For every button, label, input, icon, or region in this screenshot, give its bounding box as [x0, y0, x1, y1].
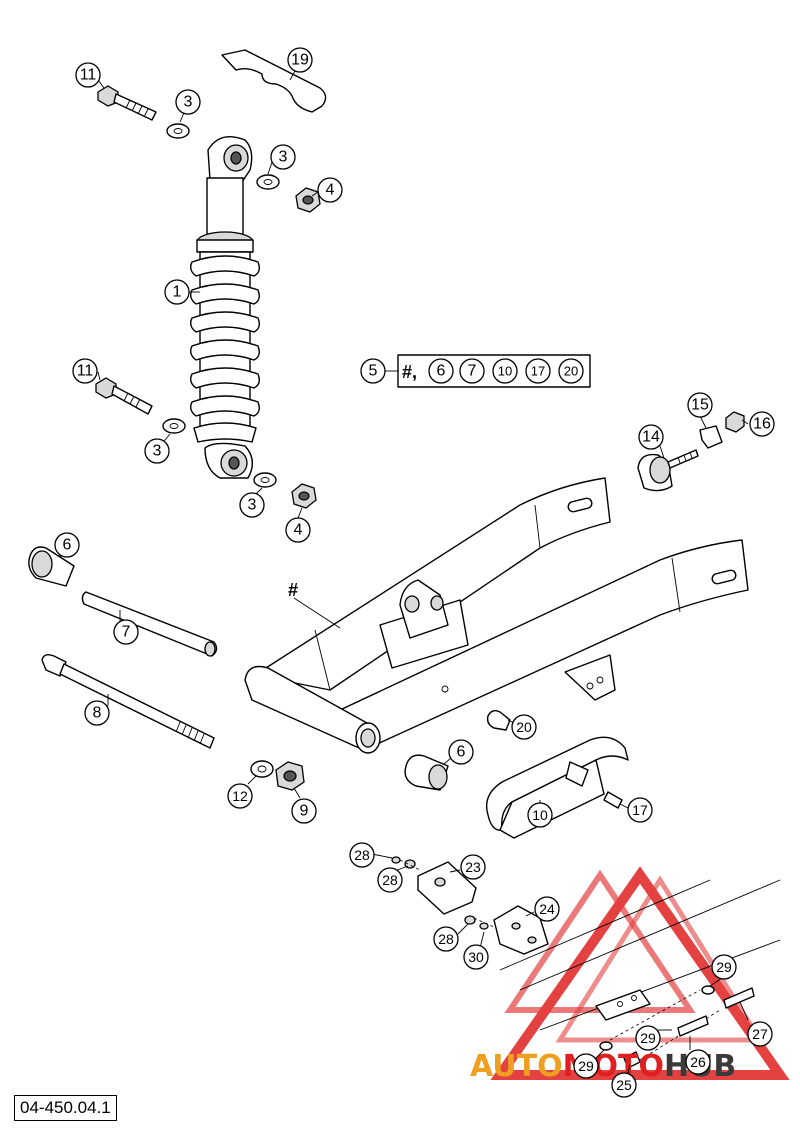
svg-text:3: 3 — [279, 149, 288, 166]
callout-19: 19 — [287, 47, 313, 73]
callout-6-a: 6 — [54, 532, 80, 558]
svg-text:24: 24 — [539, 901, 555, 917]
svg-text:29: 29 — [578, 1058, 594, 1074]
svg-text:3: 3 — [184, 94, 193, 111]
callout-28-c: 28 — [433, 926, 459, 952]
callout-3-b: 3 — [270, 144, 296, 170]
svg-text:6: 6 — [437, 363, 446, 380]
callout-1: 1 — [164, 279, 190, 305]
svg-text:19: 19 — [291, 52, 309, 69]
svg-text:7: 7 — [122, 624, 131, 641]
callout-5: 5 — [360, 358, 386, 384]
svg-text:11: 11 — [77, 363, 94, 380]
callout-11-lower: 11 — [72, 358, 98, 384]
callout-28-b: 28 — [377, 867, 403, 893]
callout-26: 26 — [685, 1049, 711, 1075]
chain-guide-bracket — [417, 861, 549, 955]
chain-slider — [485, 736, 629, 839]
callout-4-a: 4 — [317, 177, 343, 203]
svg-text:23: 23 — [465, 859, 481, 875]
svg-text:4: 4 — [326, 182, 335, 199]
svg-text:7: 7 — [468, 363, 477, 380]
callout-29-a: 29 — [711, 954, 737, 980]
shock-absorber — [189, 136, 261, 479]
callout-3-a: 3 — [175, 89, 201, 115]
pivot-sleeve — [81, 591, 218, 657]
callout-25: 25 — [611, 1072, 637, 1098]
svg-text:3: 3 — [153, 443, 162, 460]
svg-text:15: 15 — [691, 397, 709, 414]
svg-text:28: 28 — [438, 931, 454, 947]
svg-text:10: 10 — [498, 364, 512, 379]
svg-text:28: 28 — [382, 872, 398, 888]
diagram-reference-code: 04-450.04.1 — [14, 1095, 117, 1121]
svg-text:28: 28 — [354, 847, 370, 863]
chain-adjuster — [637, 411, 745, 492]
callout-30: 30 — [463, 944, 489, 970]
kit-callout-20: 20 — [558, 358, 584, 384]
callout-27: 27 — [747, 1021, 773, 1047]
callout-16: 16 — [749, 411, 775, 437]
svg-text:26: 26 — [690, 1054, 706, 1070]
swingarm — [244, 477, 749, 754]
svg-text:9: 9 — [300, 803, 309, 820]
callout-29-c: 29 — [573, 1053, 599, 1079]
spanner-wrench — [221, 49, 327, 113]
kit-callout-17: 17 — [525, 358, 551, 384]
leader-lines — [58, 79, 749, 1075]
bolt-lower — [95, 377, 153, 415]
watermark-text-part1: AUTO — [470, 1049, 563, 1084]
svg-text:17: 17 — [531, 364, 545, 379]
callout-10: 10 — [527, 802, 553, 828]
bolt-upper — [97, 85, 157, 121]
kit-callout-10: 10 — [492, 358, 518, 384]
svg-text:25: 25 — [616, 1077, 632, 1093]
callout-6-b: 6 — [448, 739, 474, 765]
svg-text:4: 4 — [294, 522, 303, 539]
kit-callout-7: 7 — [459, 358, 485, 384]
kit-callout-6: 6 — [428, 358, 454, 384]
svg-text:20: 20 — [564, 364, 578, 379]
callout-23: 23 — [460, 854, 486, 880]
callout-3-d: 3 — [239, 492, 265, 518]
svg-text:6: 6 — [63, 537, 72, 554]
washer-upper — [166, 123, 190, 139]
svg-text:17: 17 — [632, 802, 648, 818]
pivot-bolt — [41, 653, 215, 749]
callout-9: 9 — [291, 798, 317, 824]
callout-12: 12 — [227, 783, 253, 809]
svg-text:10: 10 — [532, 807, 548, 823]
bushing-left — [28, 546, 75, 587]
svg-text:11: 11 — [80, 67, 97, 84]
callout-15: 15 — [687, 392, 713, 418]
callout-29-b: 29 — [635, 1025, 661, 1051]
callout-3-c: 3 — [144, 438, 170, 464]
frame-hash-marker: # — [288, 580, 298, 600]
svg-text:6: 6 — [457, 744, 466, 761]
svg-text:5: 5 — [369, 363, 378, 380]
callout-4-b: 4 — [285, 517, 311, 543]
svg-text:30: 30 — [468, 949, 484, 965]
svg-text:8: 8 — [93, 705, 102, 722]
svg-text:29: 29 — [716, 959, 732, 975]
kit-hash: #, — [402, 362, 417, 382]
callout-24: 24 — [534, 896, 560, 922]
callout-20: 20 — [511, 714, 537, 740]
svg-text:1: 1 — [173, 284, 182, 301]
callout-11-upper: 11 — [75, 62, 101, 88]
svg-text:20: 20 — [516, 719, 532, 735]
svg-text:3: 3 — [248, 497, 257, 514]
svg-text:27: 27 — [752, 1026, 768, 1042]
callout-28-a: 28 — [349, 842, 375, 868]
svg-text:29: 29 — [640, 1030, 656, 1046]
svg-text:16: 16 — [753, 416, 771, 433]
callouts: 19 11 3 3 4 1 11 3 3 4 5 6 7 10 17 20 15… — [54, 47, 775, 1098]
callout-8: 8 — [84, 700, 110, 726]
svg-text:12: 12 — [232, 788, 248, 804]
callout-14: 14 — [638, 424, 664, 450]
callout-17: 17 — [627, 797, 653, 823]
callout-7: 7 — [113, 619, 139, 645]
svg-text:14: 14 — [642, 429, 660, 446]
